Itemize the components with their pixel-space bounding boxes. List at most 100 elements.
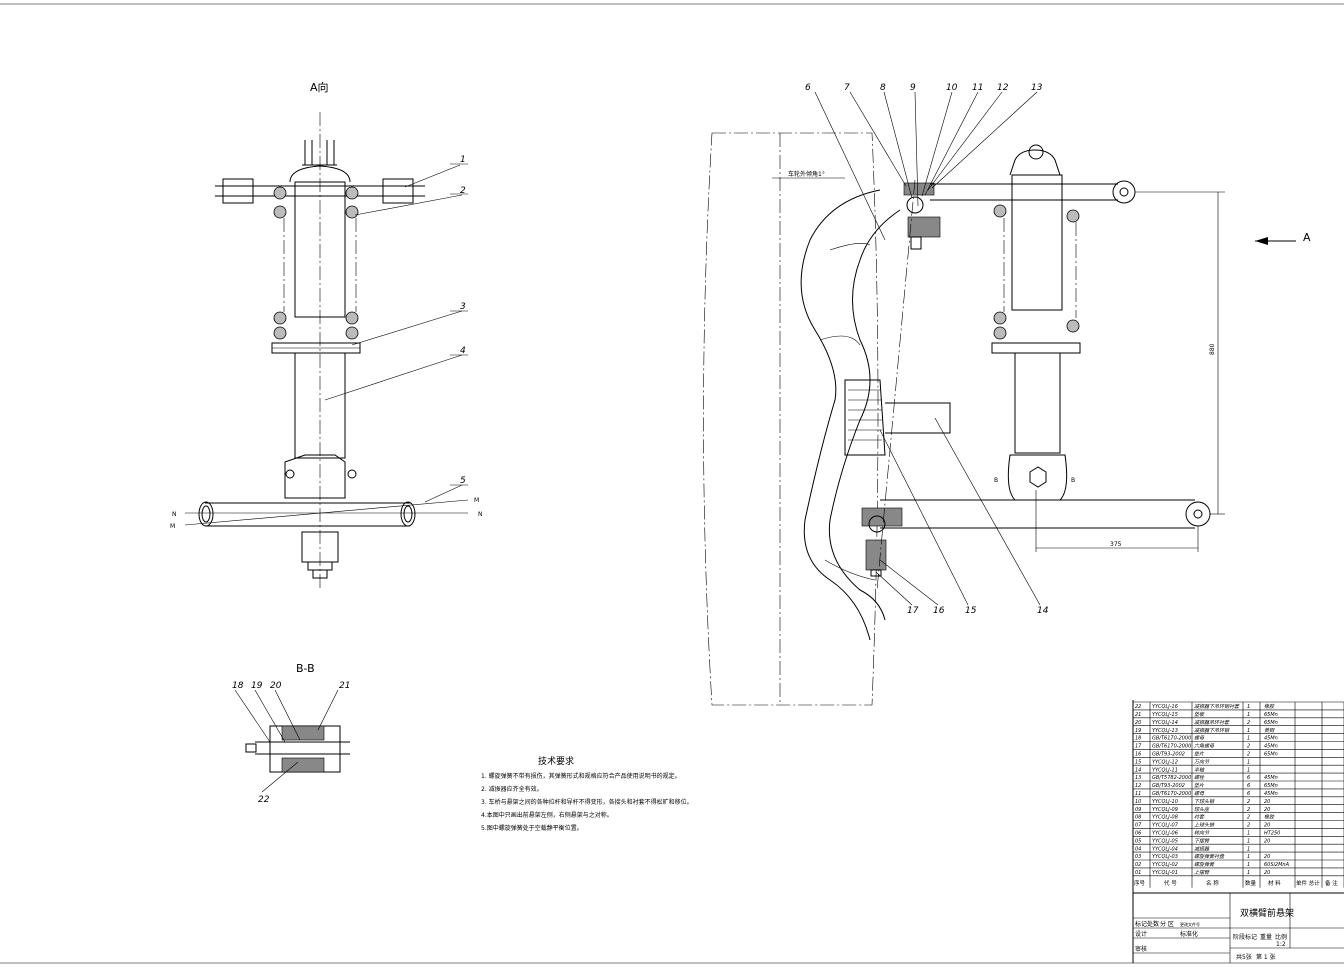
- parts-cell-code: GB/T93-2002: [1152, 783, 1185, 789]
- parts-header-weight: 单件 总计: [1296, 879, 1320, 887]
- leader-11: [924, 91, 979, 196]
- shock-lower-tube: [294, 352, 346, 459]
- upper-ball-seat: [907, 216, 941, 238]
- coil-section: [273, 186, 287, 200]
- shock-top-eye-hole: [1028, 144, 1044, 160]
- coil-section: [345, 311, 359, 325]
- m-mark-right: M: [474, 497, 479, 504]
- balloon-11: 11: [972, 83, 983, 93]
- parts-cell-name: 下球头销: [1194, 798, 1215, 805]
- tb-sheet: 第 1 张: [1256, 953, 1276, 961]
- view-arrow-label: A: [1303, 231, 1311, 244]
- parts-cell-qty: 1: [1247, 854, 1250, 860]
- coil-section: [993, 204, 1007, 218]
- parts-cell-qty: 1: [1247, 712, 1250, 718]
- parts-cell-name: 万向节: [1194, 758, 1210, 765]
- knuckle-outline-left: [800, 189, 881, 641]
- parts-cell-code: GB/T93-2002: [1152, 752, 1185, 758]
- shock-upper-body: [1011, 174, 1063, 311]
- section-label-bb: B-B: [296, 662, 315, 675]
- parts-cell-name: 衬套: [1194, 814, 1205, 821]
- balloon-21: 21: [339, 681, 350, 691]
- parts-cell-code: YYCQLJ-07: [1152, 823, 1179, 829]
- balloon-20: 20: [270, 681, 282, 691]
- parts-cell-code: YYCQLJ-08: [1152, 815, 1178, 821]
- parts-header-material: 材 料: [1268, 879, 1281, 887]
- leader-21: [317, 689, 339, 731]
- parts-cell-code: YYCQLJ-10: [1152, 799, 1178, 805]
- coil-section: [345, 186, 359, 200]
- parts-cell-qty: 2: [1247, 815, 1250, 821]
- balloon-17: 17: [907, 606, 919, 616]
- pin-nut: [245, 743, 257, 753]
- parts-cell-material: HT250: [1264, 831, 1280, 837]
- balloon-1: 1: [460, 155, 466, 165]
- parts-cell-name: 球头座: [1194, 806, 1210, 813]
- clevis-bolt: [347, 469, 357, 479]
- lower-clevis: [284, 454, 346, 499]
- section-view-bb: B-B 18 19 20 21 22: [232, 662, 350, 805]
- cv-boot: [844, 379, 886, 456]
- leader-1: [404, 164, 461, 188]
- parts-cell-qty: 1: [1247, 728, 1250, 734]
- lower-bolt-end: [312, 569, 328, 579]
- balloon-2: 2: [460, 186, 466, 196]
- parts-cell-qty: 1: [1247, 767, 1250, 773]
- parts-cell-no: 07: [1135, 823, 1142, 829]
- cv-boot-ribs: [848, 389, 882, 441]
- leader-13: [931, 91, 1038, 189]
- parts-cell-name: 减振器下吊环钢衬套: [1194, 703, 1240, 710]
- lower-ball-nut: [870, 569, 882, 577]
- leader-7: [849, 91, 907, 187]
- parts-cell-qty: 1: [1247, 736, 1250, 742]
- upper-dome: [289, 165, 351, 183]
- coil-section: [1066, 209, 1080, 223]
- parts-cell-code: YYCQLJ-13: [1152, 728, 1178, 734]
- parts-cell-name: 减振器下吊环销: [1194, 727, 1230, 734]
- camber-note: 车轮外倾角1°: [788, 170, 825, 178]
- upper-ball: [906, 196, 924, 214]
- parts-cell-name: 螺母: [1194, 735, 1205, 742]
- leader-12: [927, 91, 1003, 191]
- leader-17: [875, 571, 913, 606]
- coil-section: [345, 326, 359, 340]
- parts-cell-name: 螺旋弹簧: [1194, 861, 1215, 868]
- leader-16: [879, 559, 939, 606]
- parts-cell-no: 09: [1135, 807, 1141, 813]
- parts-cell-no: 18: [1135, 736, 1141, 742]
- knuckle-outline-right: [828, 209, 901, 621]
- parts-cell-name: 转向节: [1194, 830, 1210, 837]
- title-block: 双横臂前悬架 标记 处数 分 区 更改文件号 设计 标准化 审核 阶段标记 重量…: [1132, 700, 1344, 963]
- balloon-12: 12: [997, 83, 1009, 93]
- parts-cell-code: YYCQLJ-14: [1152, 720, 1178, 726]
- view-arrow-head: [1255, 237, 1268, 245]
- coil-section: [345, 205, 359, 219]
- parts-cell-material: 20: [1264, 838, 1270, 844]
- upper-arm-left-bushing: [222, 178, 254, 204]
- balloon-13: 13: [1031, 83, 1043, 93]
- parts-cell-no: 14: [1135, 767, 1141, 773]
- parts-cell-material: 黄铜: [1264, 727, 1275, 734]
- parts-cell-qty: 6: [1247, 783, 1250, 789]
- parts-cell-name: 上球头销: [1194, 822, 1215, 829]
- balloon-9: 9: [910, 83, 916, 93]
- parts-cell-qty: 1: [1247, 846, 1250, 852]
- parts-cell-no: 12: [1135, 783, 1141, 789]
- tech-item-1: 1. 螺旋弹簧不带有损伤，其弹簧形式和规格应符合产品使用说明书的规定。: [481, 772, 681, 780]
- parts-cell-qty: 1: [1247, 862, 1250, 868]
- tb-zone: 分 区: [1160, 920, 1174, 928]
- parts-cell-name: 上摆臂: [1194, 869, 1210, 876]
- leader-22: [261, 761, 299, 793]
- parts-cell-code: GB/T6170-2000: [1152, 791, 1191, 797]
- technical-requirements: 技术要求 1. 螺旋弹簧不带有损伤，其弹簧形式和规格应符合产品使用说明书的规定。…: [481, 755, 693, 832]
- top-mount-lugs: [302, 140, 337, 166]
- leader-5: [424, 484, 463, 503]
- tb-stage-mark: 阶段标记: [1233, 933, 1257, 941]
- parts-cell-code: YYCQLJ-04: [1152, 846, 1178, 852]
- parts-cell-material: 20: [1264, 823, 1270, 829]
- half-shaft: [885, 402, 951, 434]
- lower-arm-pivot: [1185, 501, 1211, 527]
- parts-cell-material: 45Mn: [1264, 736, 1278, 742]
